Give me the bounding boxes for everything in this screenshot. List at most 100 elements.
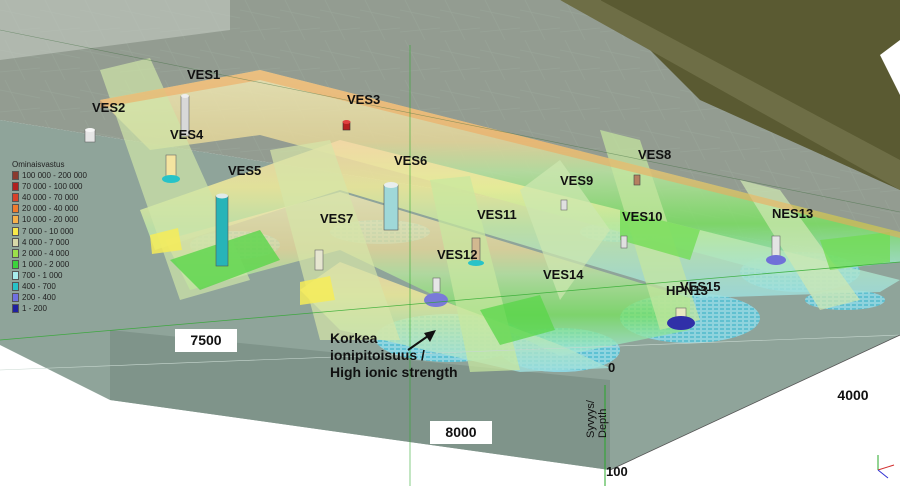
borehole-ves10[interactable] xyxy=(620,235,628,249)
label-ves7: VES7 xyxy=(320,211,353,226)
legend-swatch xyxy=(12,270,19,280)
legend-item: 40 000 - 70 000 xyxy=(12,192,116,203)
legend-item: 700 - 1 000 xyxy=(12,270,116,281)
y-tick-4000: 4000 xyxy=(822,384,884,407)
legend-item: 70 000 - 100 000 xyxy=(12,181,116,192)
axis-line xyxy=(0,29,900,213)
borehole-ves7[interactable] xyxy=(314,249,324,271)
green-zone xyxy=(820,232,890,270)
legend-swatch xyxy=(12,259,19,269)
borehole-ves6[interactable] xyxy=(383,182,399,231)
borehole-hp[interactable] xyxy=(667,307,695,330)
borehole-ves3[interactable] xyxy=(342,120,351,131)
legend-label: 2 000 - 4 000 xyxy=(22,248,70,258)
x-tick-8000: 8000 xyxy=(430,421,492,444)
x-tick-7500: 7500 xyxy=(175,329,237,352)
label-ves14: VES14 xyxy=(543,267,584,282)
orange-band xyxy=(100,70,900,238)
label-ves10: VES10 xyxy=(622,209,662,224)
legend-item: 4 000 - 7 000 xyxy=(12,237,116,248)
borehole-ves13[interactable] xyxy=(766,235,786,265)
legend-item: 1 000 - 2 000 xyxy=(12,259,116,270)
legend-swatch xyxy=(12,304,19,314)
legend-label: 7 000 - 10 000 xyxy=(22,226,74,236)
label-ves13: NES13 xyxy=(772,206,813,221)
label-ves2: VES2 xyxy=(92,100,125,115)
label-ves4: VES4 xyxy=(170,127,204,142)
borehole-ves9[interactable] xyxy=(560,199,568,211)
legend-label: 40 000 - 70 000 xyxy=(22,193,79,203)
borehole-ves8[interactable] xyxy=(633,174,641,186)
legend-label: 700 - 1 000 xyxy=(22,270,63,280)
annotation-line3: High ionic strength xyxy=(330,364,458,380)
legend-swatch xyxy=(12,204,19,214)
borehole-ves1[interactable] xyxy=(180,94,190,137)
annotation-arrowhead xyxy=(424,330,436,342)
orientation-triad xyxy=(877,455,895,479)
legend-swatch xyxy=(12,248,19,258)
legend-item: 7 000 - 10 000 xyxy=(12,225,116,236)
label-ves15: VES15 xyxy=(680,279,720,294)
legend-swatch xyxy=(12,293,19,303)
borehole-ves14[interactable] xyxy=(424,277,448,307)
depth-axis-label: Syvyys/ Depth xyxy=(585,400,609,438)
borehole-ves5[interactable] xyxy=(215,193,229,267)
legend-swatch xyxy=(12,237,19,247)
borehole-ves12[interactable] xyxy=(468,237,484,266)
yellow-zone xyxy=(300,276,335,305)
depth-label-line2: Depth xyxy=(597,408,609,438)
legend-label: 20 000 - 40 000 xyxy=(22,204,79,214)
x-axis-line xyxy=(0,261,900,341)
label-ves11: VES11 xyxy=(477,207,517,222)
depth-tick-bottom: 100 xyxy=(606,464,628,479)
cross-fence xyxy=(740,180,860,310)
depth-label-line1: Syvyys/ xyxy=(585,400,597,438)
legend-swatch xyxy=(12,171,19,181)
legend-item: 100 000 - 200 000 xyxy=(12,170,116,181)
legend-item: 10 000 - 20 000 xyxy=(12,214,116,225)
map-top-left-faded xyxy=(0,0,230,60)
legend-title: Ominaisvastus xyxy=(12,160,65,169)
legend-item: 20 000 - 40 000 xyxy=(12,203,116,214)
top-frame-bar-light xyxy=(560,0,900,190)
legend-swatch xyxy=(12,193,19,203)
annotation-line2: ionipitoisuus / xyxy=(330,347,425,363)
green-zone xyxy=(620,210,700,260)
label-ves1: VES1 xyxy=(187,67,220,82)
green-zone xyxy=(480,295,555,345)
annotation-arrow xyxy=(407,335,429,351)
ionic-strength-annotation: Korkea ionipitoisuus / High ionic streng… xyxy=(330,330,458,381)
axis-line xyxy=(609,334,900,471)
label-ves9: VES9 xyxy=(560,173,593,188)
legend-item: 400 - 700 xyxy=(12,281,116,292)
legend-swatch xyxy=(12,226,19,236)
label-ves3: VES3 xyxy=(347,92,380,107)
legend-label: 70 000 - 100 000 xyxy=(22,182,83,192)
borehole-ves2[interactable] xyxy=(84,128,96,143)
yellow-zone xyxy=(150,228,182,254)
borehole-ves4[interactable] xyxy=(162,154,180,183)
legend-label: 4 000 - 7 000 xyxy=(22,237,70,247)
cross-fence xyxy=(520,160,610,300)
legend-label: 400 - 700 xyxy=(22,281,56,291)
label-ves5: VES5 xyxy=(228,163,261,178)
legend-swatch xyxy=(12,215,19,225)
legend-item: 200 - 400 xyxy=(12,292,116,303)
axis-line xyxy=(0,334,900,371)
label-ves6: VES6 xyxy=(394,153,427,168)
legend-item: 2 000 - 4 000 xyxy=(12,248,116,259)
cross-fence xyxy=(270,140,400,340)
legend-label: 10 000 - 20 000 xyxy=(22,215,79,225)
annotation-line1: Korkea xyxy=(330,330,378,346)
legend-swatch xyxy=(12,281,19,291)
label-ves8: VES8 xyxy=(638,147,671,162)
label-ves12: VES12 xyxy=(437,247,477,262)
legend-label: 1 000 - 2 000 xyxy=(22,259,70,269)
legend-item: 1 - 200 xyxy=(12,303,116,314)
legend-label: 200 - 400 xyxy=(22,293,56,303)
label-hp: HPN13 xyxy=(666,283,708,298)
